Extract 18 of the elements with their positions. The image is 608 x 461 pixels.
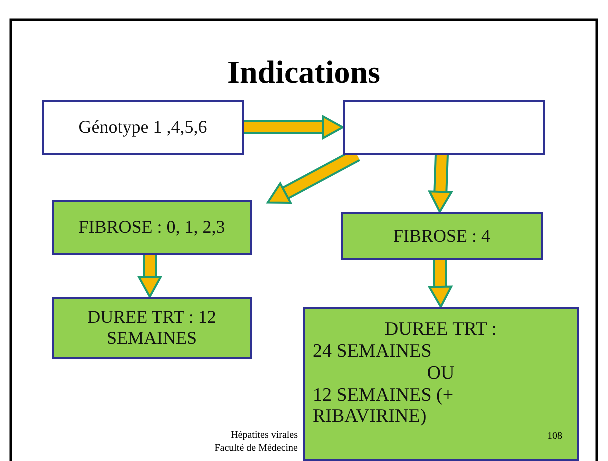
process-box: [52, 297, 252, 359]
footer-text: 108: [546, 431, 564, 443]
box-text: 12 SEMAINES (+ RIBAVIRINE): [313, 384, 455, 428]
footer-text: Hépatites virales: [230, 430, 298, 442]
box-text: DUREE TRT : 12 SEMAINES: [86, 307, 218, 349]
process-box: [303, 307, 579, 461]
box-text: FIBROSE : 4: [393, 226, 491, 246]
process-box: [52, 200, 252, 255]
slide-title: Indications: [226, 56, 382, 88]
box-text: OU: [426, 362, 456, 385]
empty-box: [343, 100, 545, 155]
box-text: DUREE TRT :: [384, 319, 498, 341]
process-box: [42, 100, 244, 155]
box-text: 24 SEMAINES: [313, 340, 433, 363]
process-box: [341, 212, 543, 260]
footer-text: Faculté de Médecine: [214, 443, 298, 455]
box-text: Génotype 1 ,4,5,6: [78, 117, 208, 138]
box-text: FIBROSE : 0, 1, 2,3: [78, 217, 226, 238]
